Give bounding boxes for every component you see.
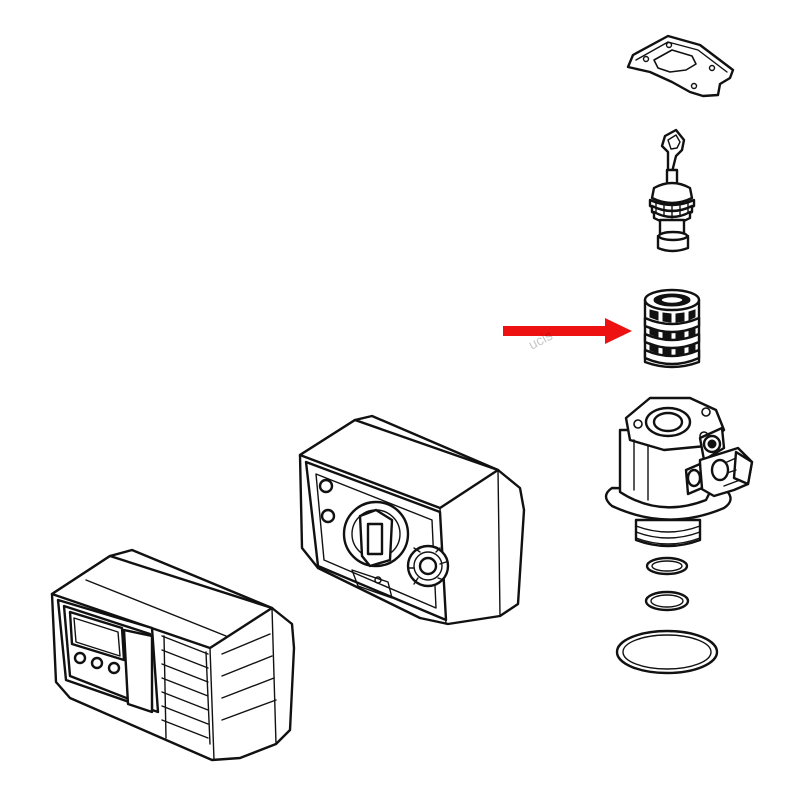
housing-icon xyxy=(298,414,526,626)
o-ring-icon xyxy=(645,556,689,576)
o-ring-icon xyxy=(615,629,719,675)
seal-stack-icon xyxy=(643,288,701,369)
valve-body-icon xyxy=(604,396,754,548)
arrow-right-icon xyxy=(503,318,632,344)
spacer-plate-icon xyxy=(626,34,735,98)
o-ring-icon xyxy=(644,590,690,612)
piston-icon xyxy=(648,128,696,253)
controller-icon xyxy=(50,548,296,762)
